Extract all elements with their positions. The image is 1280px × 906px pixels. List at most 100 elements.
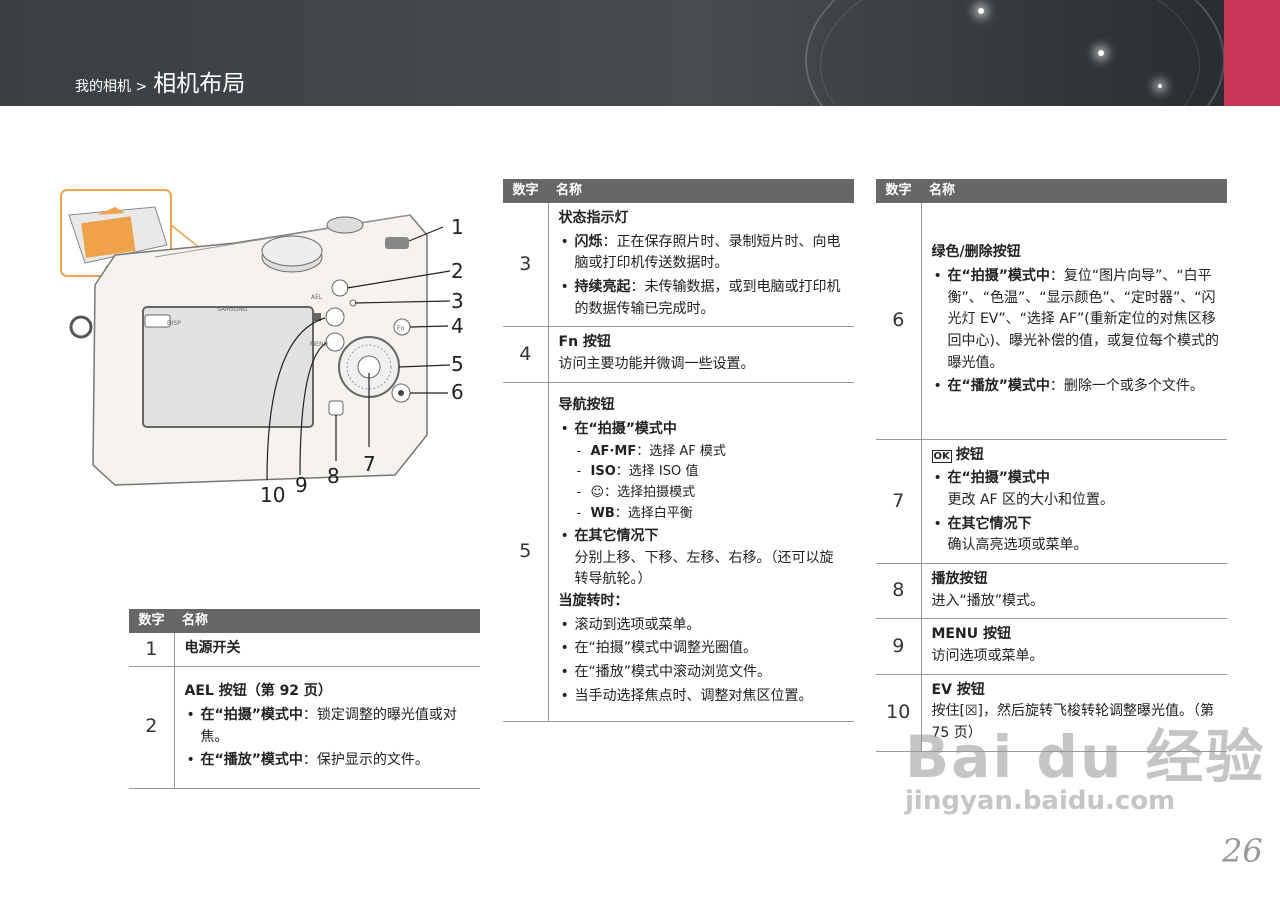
row-number: 6	[876, 203, 922, 440]
row-title: 播放按钮	[931, 570, 988, 587]
callout-label: 1	[451, 215, 464, 239]
row-number: 1	[129, 633, 175, 667]
page-number: 26	[1222, 832, 1263, 870]
ev-button	[325, 307, 345, 327]
left-spec-table: 数字 名称 1 电源开关 2 AEL 按钮（第 92 页） 在“拍摄”模式中：锁…	[129, 609, 480, 789]
row-subtitle: 当旋转时：	[558, 593, 629, 609]
sub-list-item: ISO：选择 ISO 值	[575, 463, 847, 482]
column-header-num: 数字	[129, 609, 174, 633]
row-description: 访问选项或菜单。	[931, 648, 1044, 664]
page-header: 我的相机 > 相机布局	[0, 0, 1280, 106]
sparkle-icon	[1098, 50, 1104, 56]
callout-label: 7	[363, 452, 376, 476]
disp-label: DISP	[167, 320, 181, 327]
table-row: 5 导航按钮 在“拍摄”模式中 AF·MF：选择 AF 模式 ISO：选择 IS…	[503, 382, 854, 722]
row-title: 状态指示灯	[558, 210, 629, 226]
row-title: EV 按钮	[931, 681, 985, 698]
row-title: 导航按钮	[558, 397, 615, 414]
row-description: 访问主要功能并微调一些设置。	[558, 356, 755, 373]
row-number: 4	[503, 326, 549, 383]
camera-rear-illustration: SAMSUNG DISP SAMSUNG AEL MENU Fn 1 2	[60, 189, 464, 507]
row-number: 3	[503, 203, 549, 328]
row-title: Fn 按钮	[558, 334, 611, 351]
callout-label: 5	[451, 352, 464, 376]
callout-label: 3	[451, 289, 464, 313]
row-number: 9	[876, 618, 922, 675]
column-header-name: 名称	[548, 179, 854, 203]
row-title: 绿色/删除按钮	[931, 244, 1021, 261]
list-item: 闪烁：正在保存照片时、录制短片时、向电脑或打印机传送数据时。	[559, 232, 847, 275]
callout-label: 6	[451, 380, 464, 404]
menu-label: MENU	[310, 341, 328, 348]
table-row: 3 状态指示灯 闪烁：正在保存照片时、录制短片时、向电脑或打印机传送数据时。 持…	[503, 203, 854, 328]
callout-label: 10	[260, 483, 285, 507]
list-item: 在“拍摄”模式中：复位“图片向导”、“白平衡”、“色温”、“显示颜色”、“定时器…	[932, 266, 1220, 374]
header-swirl-decoration	[820, 0, 1200, 106]
row-description: 按住[☒]，然后旋转飞梭转轮调整曝光值。（第 75 页）	[931, 703, 1214, 742]
middle-spec-table: 数字 名称 3 状态指示灯 闪烁：正在保存照片时、录制短片时、向电脑或打印机传送…	[503, 179, 854, 722]
list-item: 当手动选择焦点时、调整对焦区位置。	[559, 686, 847, 708]
list-item: 在“播放”模式中：保护显示的文件。	[185, 750, 473, 772]
row-title: AEL 按钮（第 92 页）	[184, 683, 332, 700]
table-row: 6 绿色/删除按钮 在“拍摄”模式中：复位“图片向导”、“白平衡”、“色温”、“…	[876, 203, 1227, 440]
column-header-name: 名称	[921, 179, 1227, 203]
shutter-dial	[326, 216, 364, 234]
column-header-name: 名称	[174, 609, 480, 633]
brand-label: SAMSUNG	[217, 306, 248, 313]
row-number: 2	[129, 666, 175, 789]
row-number: 7	[876, 439, 922, 564]
playback-button	[328, 400, 344, 416]
ok-icon: OK	[931, 449, 952, 463]
row-description: 进入“播放”模式。	[931, 592, 1045, 609]
table-row: 4 Fn 按钮 访问主要功能并微调一些设置。	[503, 326, 854, 383]
fn-label: Fn	[397, 325, 404, 332]
scene-mode-icon: ☺	[590, 485, 605, 501]
sparkle-icon	[978, 8, 984, 14]
list-item: 在“播放”模式中：删除一个或多个文件。	[932, 376, 1220, 398]
strap-lug	[69, 315, 93, 339]
arrow-icon	[97, 207, 125, 215]
watermark-url: jingyan.baidu.com	[905, 786, 1176, 816]
row-number: 8	[876, 563, 922, 620]
list-item: 在其它情况下 分别上移、下移、左移、右移。（还可以旋转导航轮。）	[559, 526, 847, 591]
power-switch	[385, 237, 409, 249]
table-row: 1 电源开关	[129, 633, 480, 667]
callout-label: 8	[327, 464, 340, 488]
column-header-num: 数字	[503, 179, 548, 203]
ael-button	[331, 279, 349, 297]
row-number: 5	[503, 382, 549, 722]
page-title: 相机布局	[153, 71, 246, 97]
watermark: Bai du 经验 jingyan.baidu.com	[905, 710, 1265, 816]
list-item: 在“拍摄”模式中：锁定调整的曝光值或对焦。	[185, 705, 473, 748]
list-item: 在“拍摄”模式中调整光圈值。	[559, 638, 847, 660]
list-item: 持续亮起：未传输数据，或到电脑或打印机的数据传输已完成时。	[559, 277, 847, 320]
sub-list-item: AF·MF：选择 AF 模式	[575, 443, 847, 462]
callout-label: 9	[295, 473, 308, 497]
breadcrumb-parent: 我的相机 >	[75, 79, 148, 95]
menu-button	[325, 332, 345, 352]
sparkle-icon	[1158, 84, 1162, 88]
list-item: 滚动到选项或菜单。	[559, 615, 847, 637]
header-accent-bar	[1224, 0, 1280, 106]
sub-list-item: ☺：选择拍摄模式	[575, 484, 847, 503]
row-title: 电源开关	[184, 640, 241, 656]
table-row: 2 AEL 按钮（第 92 页） 在“拍摄”模式中：锁定调整的曝光值或对焦。 在…	[129, 666, 480, 789]
ael-label: AEL	[311, 294, 323, 301]
right-spec-table: 数字 名称 6 绿色/删除按钮 在“拍摄”模式中：复位“图片向导”、“白平衡”、…	[876, 179, 1227, 752]
table-row: 9 MENU 按钮 访问选项或菜单。	[876, 618, 1227, 675]
column-header-num: 数字	[876, 179, 921, 203]
list-item: 在“拍摄”模式中 AF·MF：选择 AF 模式 ISO：选择 ISO 值 ☺：选…	[559, 419, 847, 524]
sub-list-item: WB：选择白平衡	[575, 505, 847, 524]
breadcrumb: 我的相机 > 相机布局	[75, 64, 245, 98]
watermark-logo: Bai du 经验	[905, 723, 1266, 791]
callout-label: 4	[451, 314, 464, 338]
table-row: 10 EV 按钮 按住[☒]，然后旋转飞梭转轮调整曝光值。（第 75 页）	[876, 674, 1227, 752]
callout-label: 2	[451, 259, 464, 283]
lcd-screen	[142, 306, 314, 428]
hotshoe-cover	[81, 216, 136, 258]
row-number: 10	[876, 674, 922, 752]
